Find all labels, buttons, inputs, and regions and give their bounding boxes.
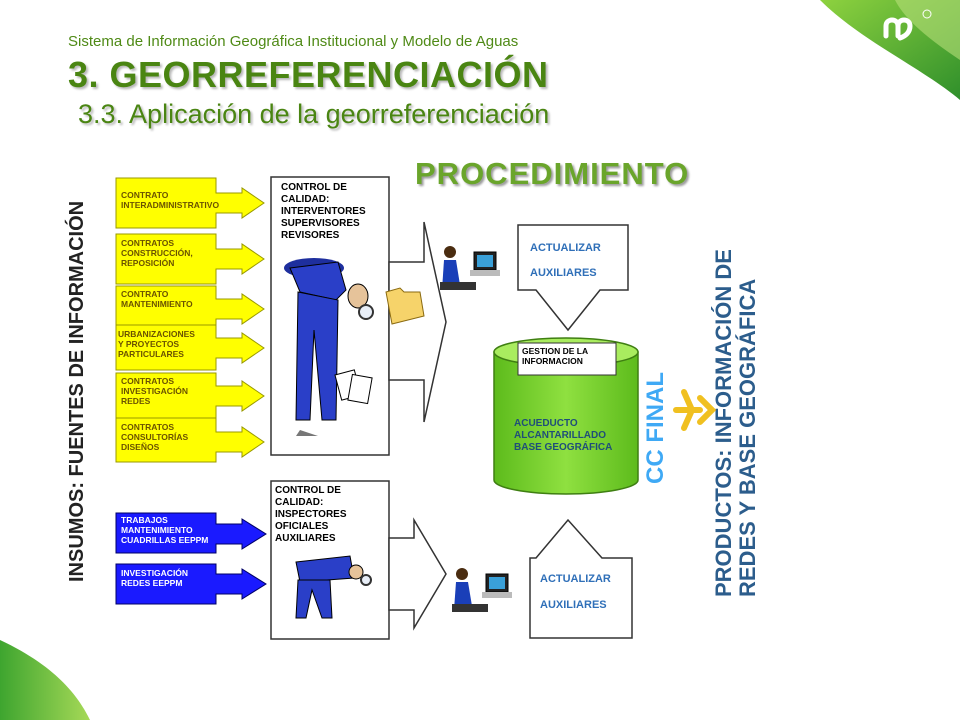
quality-top-label: CONTROL DE CALIDAD: INTERVENTORES SUPERV…: [281, 182, 366, 241]
update-bottom-label: ACTUALIZAR AUXILIARES: [540, 573, 611, 612]
source-arrow-2: [115, 233, 265, 285]
corner-swoosh-top-light: [895, 0, 960, 60]
corner-swoosh-bottom: [0, 640, 90, 720]
source-label-1: CONTRATO INTERADMINISTRATIVO: [121, 190, 220, 211]
blue-source-arrows: [115, 512, 267, 605]
database-tag-label: GESTION DE LA INFORMACION: [522, 346, 589, 367]
database-tag-box: [517, 342, 617, 376]
cc-final-connector: [673, 389, 717, 431]
folder-icon: [385, 287, 425, 325]
slide-subtitle: Sistema de Información Geográfica Instit…: [68, 33, 519, 50]
computer-worker-icon: [440, 246, 500, 290]
source-label-4: URBANIZACIONES Y PROYECTOS PARTICULARES: [118, 329, 195, 360]
yellow-source-arrows: [115, 177, 265, 463]
database-contents-label: ACUEDUCTO ALCANTARILLADO BASE GEOGRÁFICA: [514, 418, 613, 453]
blue-label-2: INVESTIGACIÓN REDES EEPPM: [121, 568, 189, 589]
slide-title: 3. GEORREFERENCIACIÓN: [68, 54, 549, 95]
flow-arrow-bottom: [388, 517, 447, 631]
update-arrow-top: [517, 224, 629, 332]
source-arrow-6: [115, 417, 265, 463]
source-arrow-1: [115, 177, 265, 229]
blue-label-1: TRABAJOS MANTENIMIENTO CUADRILLAS EEPPM: [121, 515, 209, 546]
quality-bottom-label: CONTROL DE CALIDAD: INSPECTORES OFICIALE…: [275, 485, 347, 544]
computer-worker-bottom-icon: [452, 568, 512, 612]
section-title: 3.3. Aplicación de la georreferenciación: [78, 99, 550, 129]
blue-arrow-2: [115, 563, 267, 605]
source-arrow-4: [115, 324, 265, 371]
inspector-figure-icon: [284, 258, 374, 436]
update-arrow-bottom: [529, 518, 633, 639]
source-label-5: CONTRATOS INVESTIGACIÓN REDES: [121, 376, 189, 407]
update-top-label: ACTUALIZAR AUXILIARES: [530, 242, 601, 280]
inspector-figure-bottom-icon: [295, 555, 372, 619]
source-label-3: CONTRATO MANTENIMIENTO: [121, 289, 193, 310]
brand-logo-icon: [883, 9, 932, 41]
procedure-title: PROCEDIMIENTO: [415, 156, 690, 191]
source-label-6: CONTRATOS CONSULTORÍAS DISEÑOS: [121, 422, 189, 453]
blue-arrow-1: [115, 512, 267, 554]
flow-arrow-top: [388, 221, 447, 423]
source-label-2: CONTRATOS CONSTRUCCIÓN, REPOSICIÓN: [121, 238, 193, 269]
documents-icon: [334, 369, 373, 405]
